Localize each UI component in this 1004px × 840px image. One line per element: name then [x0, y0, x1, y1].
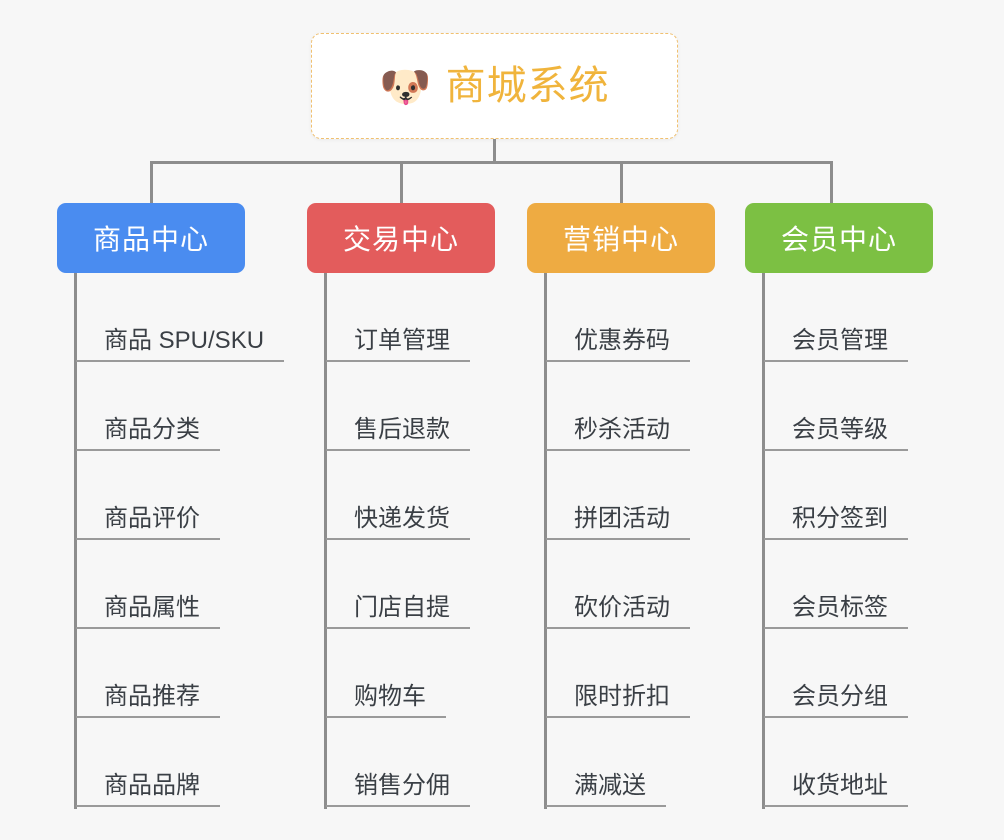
list-item[interactable]: 门店自提 [326, 540, 470, 629]
list-item[interactable]: 收货地址 [764, 718, 908, 807]
leaf-label: 秒杀活动 [574, 415, 670, 443]
list-item[interactable]: 秒杀活动 [546, 362, 690, 451]
connector-horizontal-bus [150, 161, 833, 164]
list-item[interactable]: 购物车 [326, 629, 470, 718]
list-item[interactable]: 拼团活动 [546, 451, 690, 540]
category-label-2: 交易中心 [342, 224, 459, 255]
column-spine-4 [762, 273, 765, 809]
leaf-label: 会员管理 [792, 326, 888, 354]
list-item[interactable]: 会员分组 [764, 629, 908, 718]
list-item[interactable]: 商品属性 [76, 540, 284, 629]
list-item[interactable]: 订单管理 [326, 273, 470, 362]
leaf-label: 商品 SPU/SKU [104, 326, 265, 354]
column-spine-2 [324, 273, 327, 809]
connector-drop-3 [620, 161, 623, 203]
dog-face-icon: 🐶 [379, 63, 432, 110]
leaf-label: 商品分类 [104, 415, 200, 443]
leaf-label: 商品推荐 [104, 682, 200, 710]
list-item[interactable]: 满减送 [546, 718, 690, 807]
list-item[interactable]: 商品推荐 [76, 629, 284, 718]
column-spine-3 [544, 273, 547, 809]
leaf-label: 商品评价 [104, 504, 200, 532]
leaf-label: 快递发货 [354, 504, 450, 532]
leaf-label: 优惠券码 [574, 326, 670, 354]
list-item[interactable]: 快递发货 [326, 451, 470, 540]
list-item[interactable]: 商品评价 [76, 451, 284, 540]
list-item[interactable]: 会员管理 [764, 273, 908, 362]
leaf-list-4: 会员管理 会员等级 积分签到 会员标签 会员分组 收货地址 [764, 273, 908, 807]
leaf-label: 会员等级 [792, 415, 888, 443]
leaf-label: 拼团活动 [574, 504, 670, 532]
leaf-list-3: 优惠券码 秒杀活动 拼团活动 砍价活动 限时折扣 满减送 [546, 273, 690, 807]
list-item[interactable]: 商品 SPU/SKU [76, 273, 285, 362]
list-item[interactable]: 会员标签 [764, 540, 908, 629]
category-label-1: 商品中心 [92, 224, 209, 255]
leaf-label: 积分签到 [792, 504, 888, 532]
leaf-label: 满减送 [574, 771, 646, 799]
leaf-label: 订单管理 [354, 326, 450, 354]
leaf-label: 购物车 [354, 682, 426, 710]
leaf-label: 门店自提 [354, 593, 450, 621]
leaf-label: 限时折扣 [574, 682, 670, 710]
connector-root-stem [493, 139, 496, 163]
category-header-3[interactable]: 营销中心 [527, 203, 715, 273]
leaf-label: 商品品牌 [104, 771, 200, 799]
root-node-label: 商城系统 [445, 64, 610, 108]
leaf-label: 收货地址 [792, 771, 888, 799]
leaf-label: 会员标签 [792, 593, 888, 621]
root-node-shopping-system[interactable]: 🐶 商城系统 [311, 33, 678, 139]
category-label-4: 会员中心 [780, 224, 897, 255]
connector-drop-2 [400, 161, 403, 203]
list-item[interactable]: 商品分类 [76, 362, 284, 451]
leaf-label: 砍价活动 [574, 593, 670, 621]
leaf-list-2: 订单管理 售后退款 快递发货 门店自提 购物车 销售分佣 [326, 273, 470, 807]
list-item[interactable]: 售后退款 [326, 362, 470, 451]
leaf-label: 售后退款 [354, 415, 450, 443]
list-item[interactable]: 积分签到 [764, 451, 908, 540]
list-item[interactable]: 优惠券码 [546, 273, 690, 362]
list-item[interactable]: 砍价活动 [546, 540, 690, 629]
category-header-2[interactable]: 交易中心 [307, 203, 495, 273]
connector-drop-4 [830, 161, 833, 203]
list-item[interactable]: 会员等级 [764, 362, 908, 451]
list-item[interactable]: 商品品牌 [76, 718, 284, 807]
category-header-1[interactable]: 商品中心 [57, 203, 245, 273]
category-label-3: 营销中心 [562, 224, 679, 255]
category-header-4[interactable]: 会员中心 [745, 203, 933, 273]
connector-drop-1 [150, 161, 153, 203]
leaf-list-1: 商品 SPU/SKU 商品分类 商品评价 商品属性 商品推荐 商品品牌 [76, 273, 285, 807]
leaf-label: 会员分组 [792, 682, 888, 710]
leaf-label: 销售分佣 [354, 771, 450, 799]
column-spine-1 [74, 273, 77, 809]
list-item[interactable]: 限时折扣 [546, 629, 690, 718]
list-item[interactable]: 销售分佣 [326, 718, 470, 807]
leaf-label: 商品属性 [104, 593, 200, 621]
